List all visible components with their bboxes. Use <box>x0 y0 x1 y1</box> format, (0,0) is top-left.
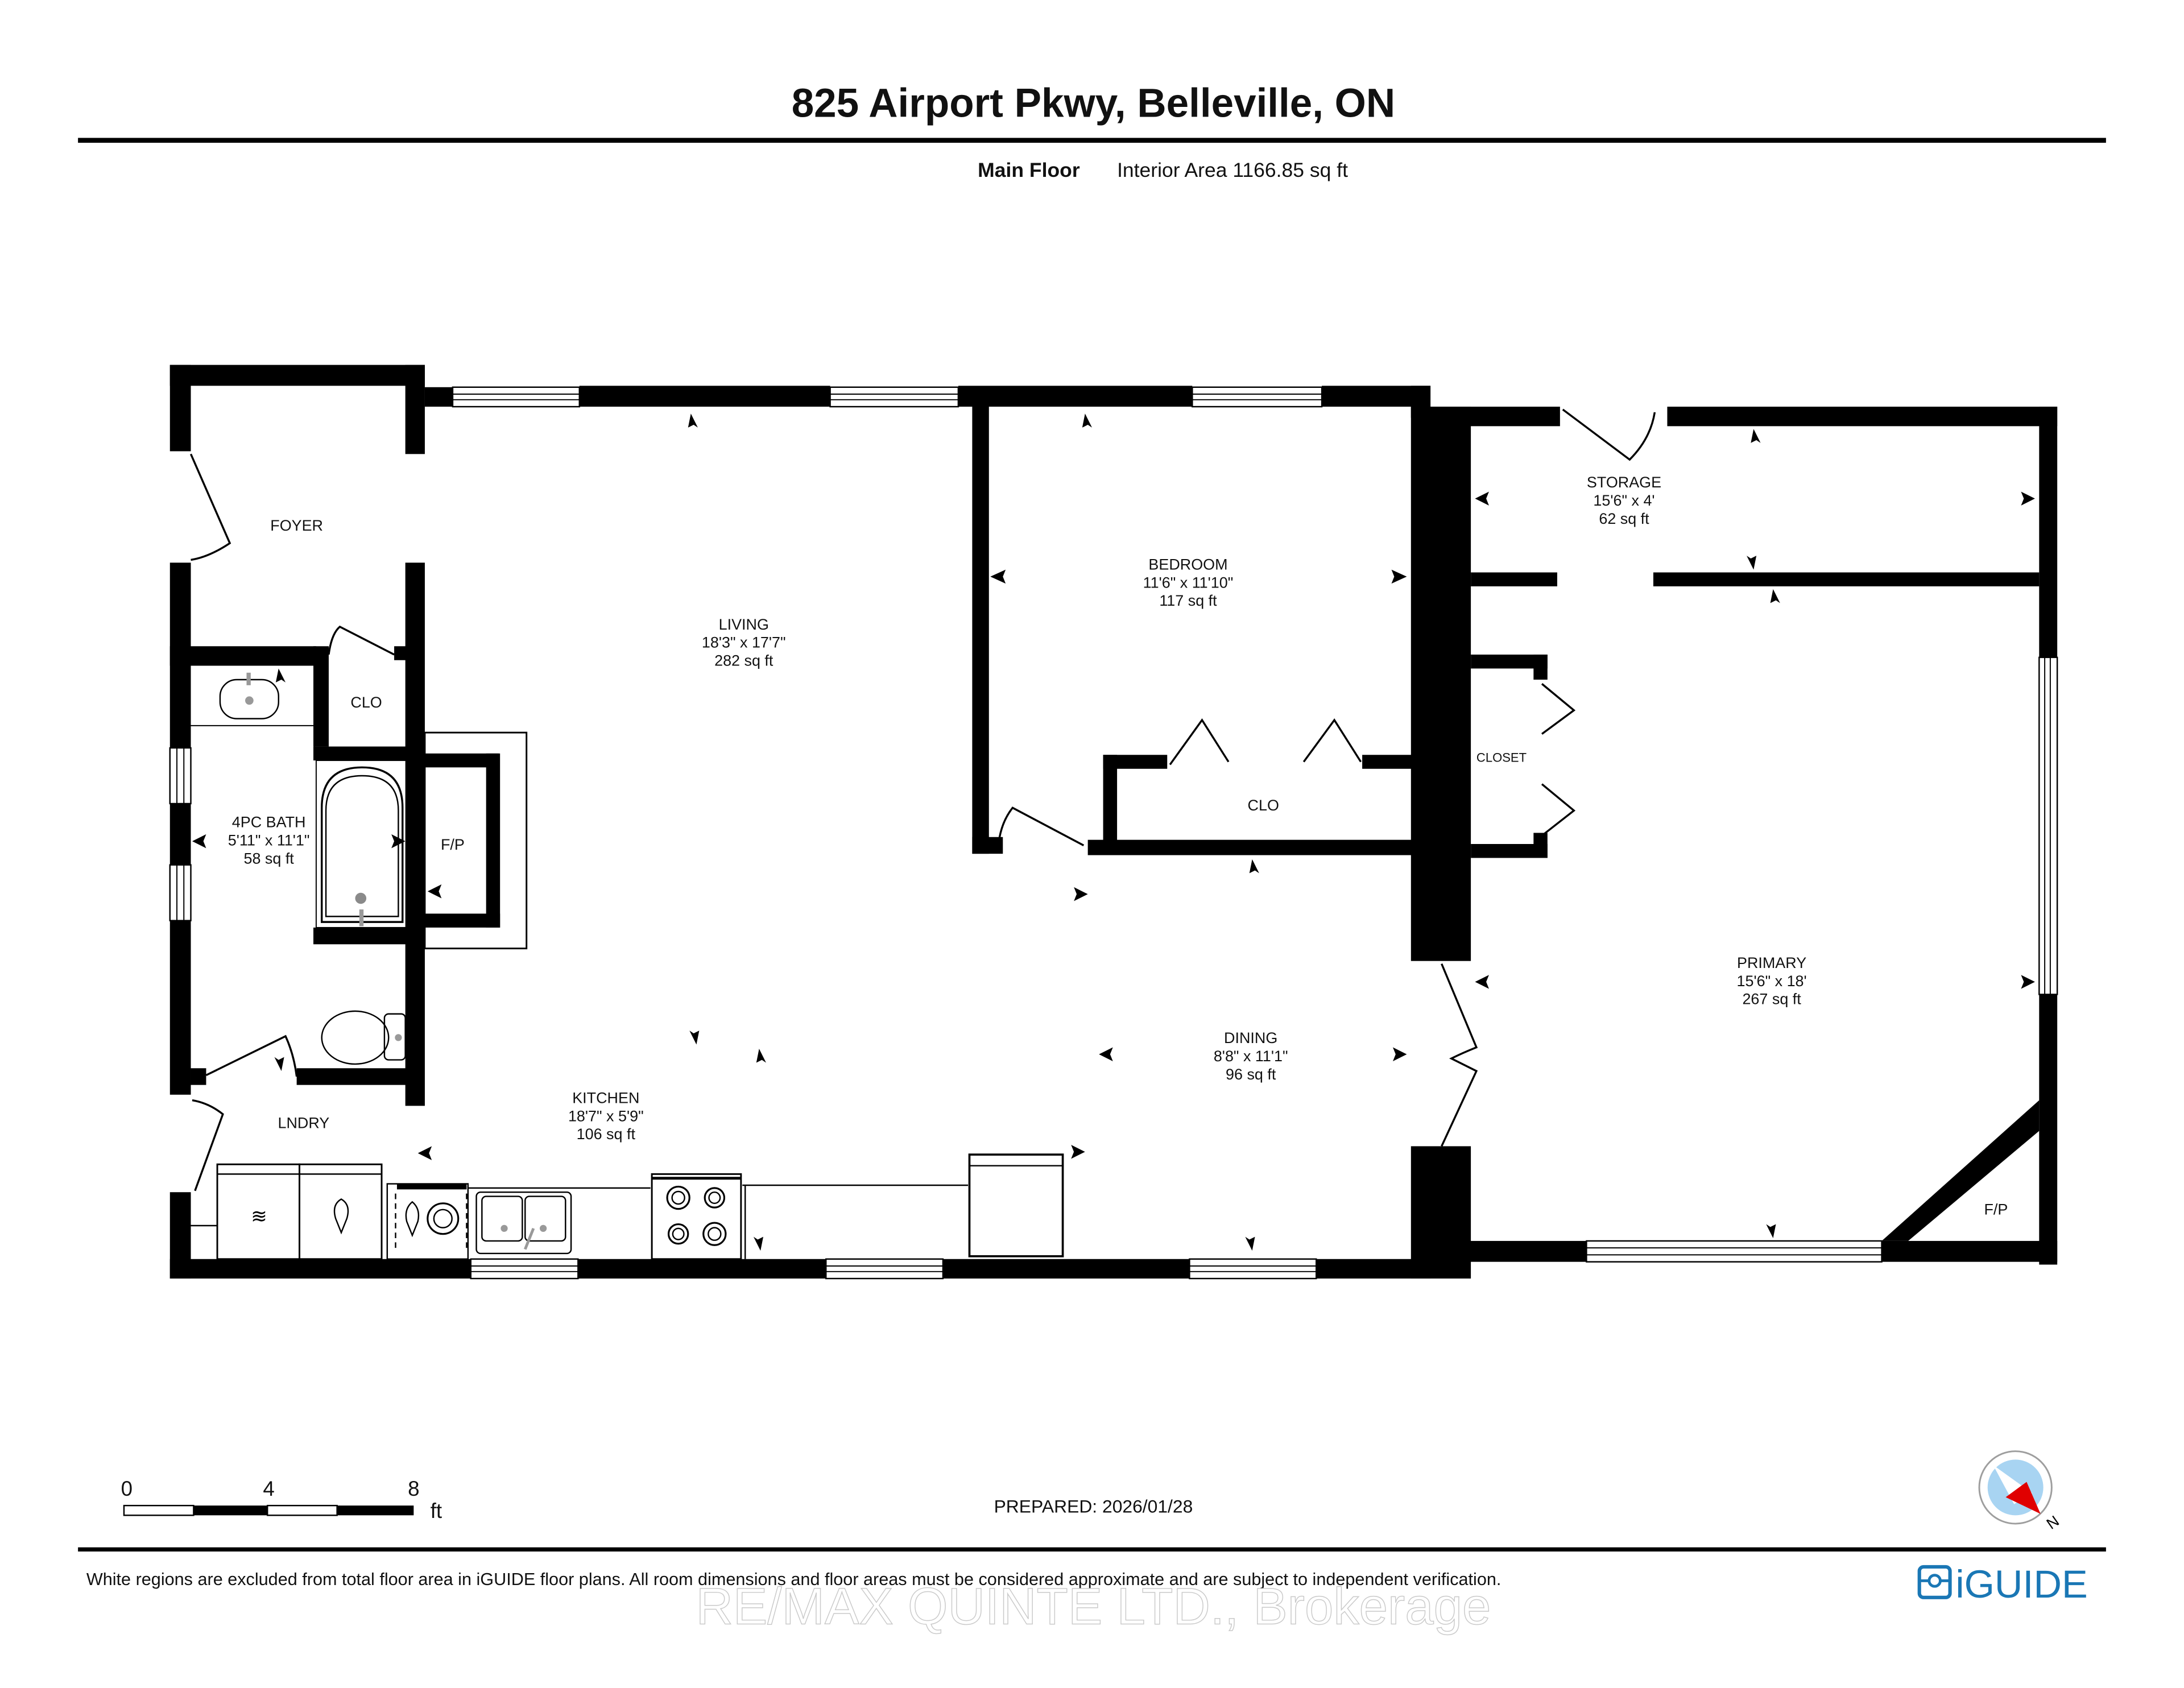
room-closet-label: CLOSET <box>1476 751 1527 765</box>
dryer-icon <box>299 1163 383 1260</box>
svg-text:18'3" x 17'7": 18'3" x 17'7" <box>702 634 786 651</box>
kitchen-sink-icon <box>475 1191 572 1255</box>
closet-door-left[interactable] <box>1169 718 1230 766</box>
svg-text:58 sq ft: 58 sq ft <box>243 850 294 867</box>
room-kitchen: KITCHEN 18'7" x 5'9" 106 sq ft <box>568 1089 644 1143</box>
svg-text:DINING: DINING <box>1224 1029 1277 1046</box>
bath-door[interactable] <box>205 1035 298 1077</box>
page-title: 825 Airport Pkwy, Belleville, ON <box>792 81 1395 126</box>
room-laundry-label: LNDRY <box>278 1115 329 1132</box>
room-living: LIVING 18'3" x 17'7" 282 sq ft <box>702 616 786 669</box>
brokerage-watermark: RE/MAX QUINTE LTD., Brokerage <box>696 1578 1491 1635</box>
svg-text:4: 4 <box>263 1477 274 1500</box>
svg-text:18'7" x 5'9": 18'7" x 5'9" <box>568 1107 644 1124</box>
svg-text:282 sq ft: 282 sq ft <box>714 652 774 669</box>
bathtub-icon <box>321 766 404 923</box>
measurement-arrows <box>192 413 2035 1251</box>
refrigerator-icon <box>968 1153 1064 1257</box>
room-clo-label: CLO <box>350 694 382 711</box>
foyer-entry-door[interactable] <box>189 453 231 561</box>
interior-area: Interior Area 1166.85 sq ft <box>1117 159 1348 181</box>
room-dining: DINING 8'8" x 11'1" 96 sq ft <box>1214 1029 1288 1083</box>
scale-bar: 0 4 8 ft <box>121 1477 442 1522</box>
svg-text:15'6" x 4': 15'6" x 4' <box>1593 492 1654 509</box>
svg-text:STORAGE: STORAGE <box>1587 474 1661 491</box>
header-divider <box>78 138 2106 143</box>
closet-door-upper[interactable] <box>1541 683 1576 735</box>
svg-text:KITCHEN: KITCHEN <box>572 1089 639 1106</box>
svg-text:267 sq ft: 267 sq ft <box>1742 991 1801 1008</box>
svg-text:BEDROOM: BEDROOM <box>1148 556 1227 573</box>
svg-text:8: 8 <box>408 1477 419 1500</box>
svg-text:≋: ≋ <box>251 1205 267 1228</box>
svg-text:117 sq ft: 117 sq ft <box>1159 592 1217 609</box>
svg-text:11'6" x 11'10": 11'6" x 11'10" <box>1143 574 1234 591</box>
compass-icon: N <box>1978 1450 2062 1533</box>
room-storage: STORAGE 15'6" x 4' 62 sq ft <box>1587 474 1661 527</box>
svg-text:ft: ft <box>431 1499 442 1522</box>
stove-icon <box>651 1173 742 1260</box>
bedroom-door[interactable] <box>998 806 1085 846</box>
iguide-logo[interactable]: iGUIDE <box>1917 1562 2088 1606</box>
svg-text:PRIMARY: PRIMARY <box>1737 954 1806 971</box>
toilet-icon <box>321 1010 390 1065</box>
room-bedroom-clo-label: CLO <box>1248 797 1279 814</box>
svg-text:N: N <box>2044 1512 2062 1533</box>
storage-door[interactable] <box>1562 408 1656 461</box>
dishwasher-icon <box>386 1183 469 1260</box>
svg-text:15'6" x 18': 15'6" x 18' <box>1737 973 1807 990</box>
closet-door-lower[interactable] <box>1541 783 1576 837</box>
laundry-door[interactable] <box>192 1099 224 1191</box>
svg-text:LIVING: LIVING <box>719 616 769 633</box>
floor-label: Main Floor <box>978 159 1080 181</box>
svg-text:106 sq ft: 106 sq ft <box>577 1126 636 1143</box>
footer-divider <box>78 1547 2106 1552</box>
room-fireplace-left-label: F/P <box>441 836 465 853</box>
svg-text:62 sq ft: 62 sq ft <box>1599 510 1649 527</box>
prepared-date: PREPARED: 2026/01/28 <box>994 1496 1193 1516</box>
svg-text:iGUIDE: iGUIDE <box>1955 1562 2087 1606</box>
svg-text:8'8" x 11'1": 8'8" x 11'1" <box>1214 1048 1288 1065</box>
room-fireplace-right-label: F/P <box>1984 1201 2008 1218</box>
clo-door[interactable] <box>328 625 395 656</box>
svg-text:0: 0 <box>121 1477 133 1500</box>
room-bedroom: BEDROOM 11'6" x 11'10" 117 sq ft <box>1143 556 1234 610</box>
svg-text:96 sq ft: 96 sq ft <box>1226 1066 1276 1083</box>
closet-door-right[interactable] <box>1302 718 1362 763</box>
room-foyer-label: FOYER <box>270 517 323 534</box>
svg-text:5'11" x 11'1": 5'11" x 11'1" <box>228 831 310 849</box>
room-primary: PRIMARY 15'6" x 18' 267 sq ft <box>1737 954 1807 1008</box>
disclaimer: White regions are excluded from total fl… <box>86 1570 1502 1589</box>
room-4pc-bath: 4PC BATH 5'11" x 11'1" 58 sq ft <box>228 814 310 867</box>
floor-plan: ≋ <box>169 365 2058 1280</box>
svg-text:4PC BATH: 4PC BATH <box>232 814 306 831</box>
primary-double-door[interactable] <box>1441 963 1478 1147</box>
